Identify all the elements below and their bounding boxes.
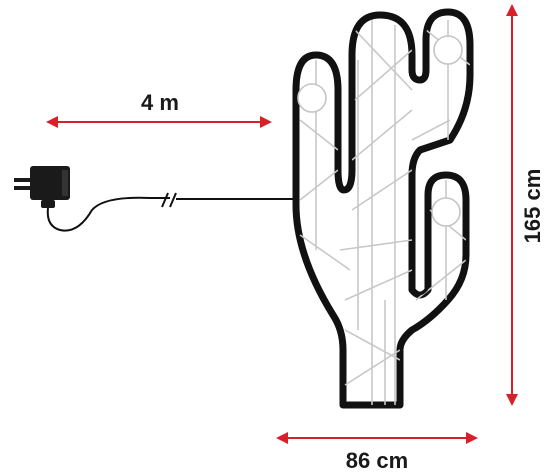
power-adapter-icon — [30, 166, 70, 208]
bulb — [431, 197, 461, 227]
bulb — [433, 35, 463, 65]
width-dimension: 86 cm — [276, 432, 478, 473]
bulb — [297, 83, 327, 113]
plug-icon — [14, 178, 30, 190]
cable-break-mark — [161, 192, 169, 208]
cactus-outline — [292, 8, 474, 409]
power-cable — [46, 196, 170, 232]
cable-break-mark — [169, 192, 177, 208]
cable-length-label: 4 m — [141, 90, 179, 115]
cactus-silhouette — [292, 8, 474, 409]
height-dimension: 165 cm — [506, 4, 545, 406]
cable-length-dimension: 4 m — [46, 90, 272, 128]
width-label: 86 cm — [346, 448, 408, 473]
height-label: 165 cm — [520, 169, 545, 244]
inner-wire-frame — [297, 20, 470, 405]
